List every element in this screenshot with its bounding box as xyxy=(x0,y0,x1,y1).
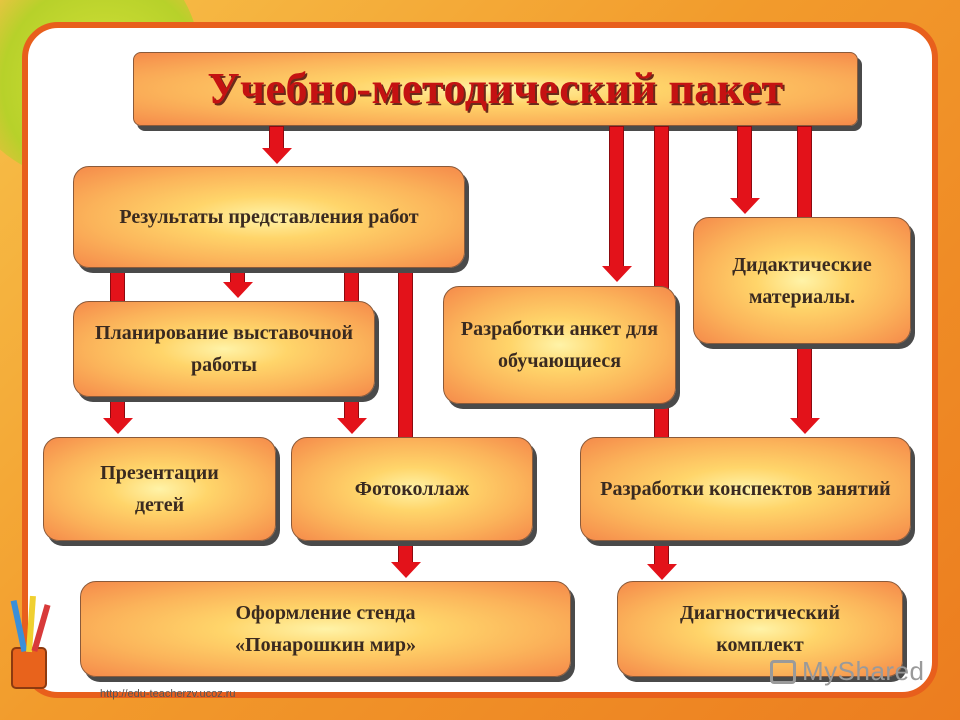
presentation-icon xyxy=(770,660,796,684)
diagnostic-box: Диагностический комплект xyxy=(617,581,903,677)
diagnostic-label: Диагностический комплект xyxy=(680,602,840,656)
arrow-head xyxy=(391,562,421,578)
title-box: Учебно-методический пакет xyxy=(133,52,858,126)
surveys-box: Разработки анкет для обучающиеся xyxy=(443,286,676,404)
lesson-notes-label: Разработки конспектов занятий xyxy=(600,478,891,500)
results-label: Результаты представления работ xyxy=(119,206,419,228)
presentations-box: Презентации детей xyxy=(43,437,276,541)
surveys-label: Разработки анкет для обучающиеся xyxy=(460,318,659,372)
planning-label: Планирование выставочной работы xyxy=(94,322,353,376)
photocollage-label: Фотоколлаж xyxy=(354,478,470,500)
arrow-head xyxy=(223,282,253,298)
planning-box: Планирование выставочной работы xyxy=(73,301,375,397)
arrow-head xyxy=(647,564,677,580)
watermark-text: MyShared xyxy=(802,656,925,686)
arrow-title-to-surveys xyxy=(609,126,624,268)
arrow-head xyxy=(262,148,292,164)
arrow-head xyxy=(337,418,367,434)
watermark: MyShared xyxy=(770,656,925,687)
arrow-head xyxy=(790,418,820,434)
didactic-label: Дидактические материалы. xyxy=(732,253,872,308)
stand-label: Оформление стенда «Понарошкин мир» xyxy=(235,602,416,656)
arrow-title-to-results xyxy=(269,126,284,150)
photocollage-box: Фотоколлаж xyxy=(291,437,533,541)
arrow-title-to-didactic xyxy=(737,126,752,200)
lesson-notes-box: Разработки конспектов занятий xyxy=(580,437,911,541)
didactic-box: Дидактические материалы. xyxy=(693,217,911,344)
arrow-head xyxy=(730,198,760,214)
arrow-head xyxy=(602,266,632,282)
results-box: Результаты представления работ xyxy=(73,166,465,268)
stand-box: Оформление стенда «Понарошкин мир» xyxy=(80,581,571,677)
presentations-label: Презентации детей xyxy=(100,462,219,516)
pencil-cup-icon xyxy=(10,595,51,689)
page-title: Учебно-методический пакет xyxy=(207,64,784,113)
arrow-head xyxy=(103,418,133,434)
footer-url: http://edu-teacherzv.ucoz.ru xyxy=(100,688,236,700)
